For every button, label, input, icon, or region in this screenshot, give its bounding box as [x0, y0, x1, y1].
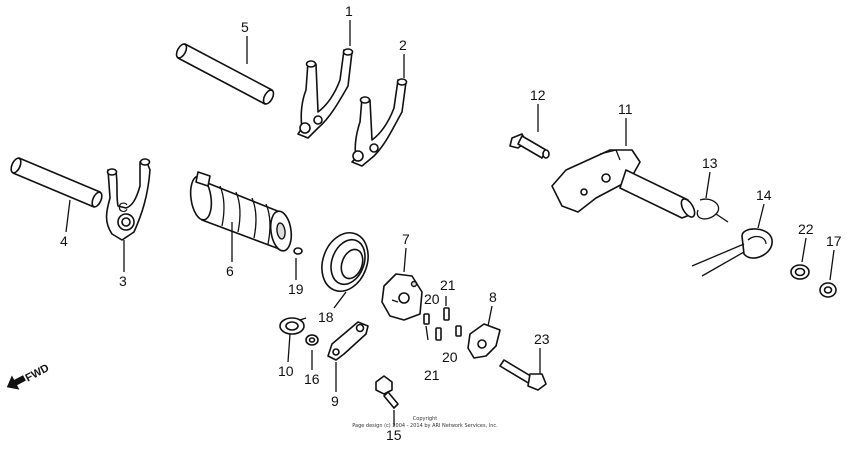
spring-clip [696, 198, 729, 223]
shift-fork-left [297, 48, 354, 139]
copyright-line2: Page design (c) 2004 - 2014 by ARI Netwo… [352, 423, 498, 429]
callout-17: 17 [826, 233, 842, 249]
callout-22: 22 [798, 221, 814, 237]
callout-18: 18 [318, 309, 334, 325]
arrow-left-icon [6, 375, 26, 390]
callout-6: 6 [226, 263, 234, 279]
callout-11: 11 [618, 101, 633, 117]
shift-fork-shaft-upper [175, 43, 275, 105]
callout-13: 13 [702, 155, 718, 171]
forward-direction-indicator: FWD [6, 362, 51, 390]
shift-fork-right [351, 78, 408, 167]
shift-spindle-bolt [509, 133, 550, 159]
washer [305, 334, 319, 346]
callout-16: 16 [304, 371, 320, 387]
stopper-spring [279, 317, 307, 335]
callout-2: 2 [399, 37, 407, 53]
fork-mark: C [118, 199, 128, 215]
callout-23: 23 [534, 331, 550, 347]
stopper-bolt [375, 375, 399, 409]
callout-10: 10 [278, 363, 294, 379]
callout-19: 19 [288, 281, 304, 297]
callout-7: 7 [402, 231, 410, 247]
shift-drum [189, 171, 293, 252]
gearshift-spindle [551, 149, 696, 219]
callout-1: 1 [345, 3, 353, 19]
callout-12: 12 [530, 87, 546, 103]
callout-20-upper: 20 [424, 291, 440, 307]
callout-21-upper: 21 [440, 277, 456, 293]
shift-fork-shaft-lower [10, 157, 103, 208]
callout-21-lower: 21 [424, 367, 440, 383]
callout-8: 8 [489, 289, 497, 305]
drum-pin [293, 247, 303, 255]
drum-plate [467, 323, 501, 359]
drum-bearing [321, 232, 369, 292]
fwd-label: FWD [23, 362, 51, 384]
return-spring [691, 228, 773, 277]
spindle-washer [819, 282, 837, 298]
spindle-collar [790, 264, 810, 280]
callout-9: 9 [331, 393, 339, 409]
callout-20-lower: 20 [442, 349, 458, 365]
copyright: Copyright Page design (c) 2004 - 2014 by… [352, 416, 498, 429]
callout-4: 4 [60, 233, 68, 249]
callout-15: 15 [386, 427, 402, 443]
plate-bolt [499, 359, 547, 391]
stopper-arm [327, 321, 369, 361]
copyright-line1: Copyright [413, 416, 437, 422]
callout-labels: 1 2 3 4 5 6 7 8 9 10 11 12 13 14 15 16 1… [60, 3, 842, 443]
callout-5: 5 [241, 19, 249, 35]
cam-pins [423, 307, 462, 341]
drum-cam-plate [381, 273, 423, 321]
leader-lines [65, 20, 835, 426]
callout-3: 3 [119, 273, 127, 289]
shift-fork-center: C [105, 158, 151, 241]
callout-14: 14 [756, 187, 772, 203]
